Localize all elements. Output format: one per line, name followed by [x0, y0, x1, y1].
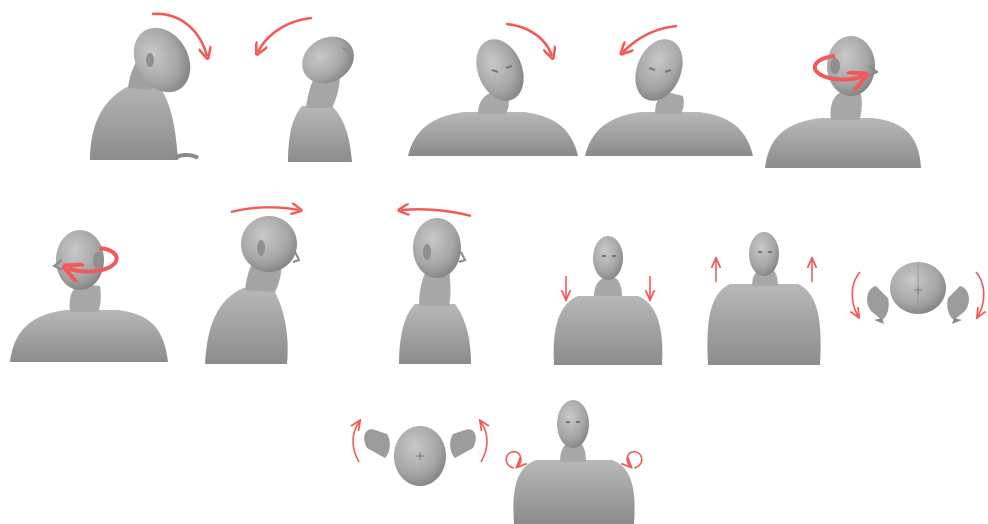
backward-arrow-icon	[401, 209, 471, 216]
rotation-left-figure	[10, 218, 168, 362]
neck-flexion-figure	[80, 8, 220, 160]
lateral-flexion-right-figure	[408, 20, 578, 156]
shoulder-depression-figure	[548, 230, 668, 365]
curved-arrow-icon	[976, 272, 984, 316]
neck-extension-figure	[250, 10, 365, 162]
forward-arrow-icon	[231, 207, 299, 212]
curved-arrow-icon	[481, 422, 487, 462]
rotation-right-figure	[765, 26, 921, 168]
circular-arrow-icon	[506, 452, 521, 468]
curved-arrow-icon	[353, 422, 359, 462]
head-protraction-figure	[205, 196, 320, 364]
circular-arrow-icon	[627, 452, 642, 468]
shoulder-retraction-top-view-figure	[345, 412, 495, 494]
shoulder-protraction-top-view-figure	[848, 258, 988, 330]
shoulder-circles-figure	[500, 398, 648, 524]
shoulder-elevation-figure	[700, 230, 828, 365]
head-retraction-figure	[385, 196, 480, 364]
lateral-flexion-left-figure	[585, 22, 753, 156]
extension-arrow-icon	[258, 18, 312, 52]
curved-arrow-icon	[852, 272, 860, 316]
